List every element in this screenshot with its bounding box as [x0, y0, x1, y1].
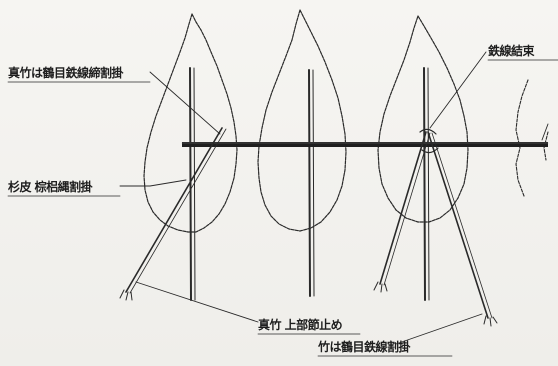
brace-left: [125, 127, 223, 293]
label-wire-binding: 鉄線結束: [488, 44, 535, 58]
tree-crown-4-edge: [543, 131, 549, 161]
tree-crown-1: [143, 13, 238, 233]
label-bamboo-wire-binding: 真竹は鶴目鉄線締割掛: [8, 66, 124, 80]
leader-bottom-1: [135, 281, 259, 323]
horizontal-rail: [182, 142, 548, 147]
leader-top-left: [149, 71, 221, 135]
tree-crown-3: [377, 15, 469, 223]
brace-right-a-foot: [373, 281, 388, 293]
leader-right-edge: [541, 123, 549, 141]
post-2b: [312, 69, 315, 297]
leader-bottom-2: [395, 313, 483, 345]
label-cedar-bark-palm-rope: 杉皮 棕梠縄割掛: [8, 180, 93, 194]
brace-left-foot: [119, 289, 133, 301]
brace-right-b: [427, 131, 489, 319]
wire-tie: [419, 128, 439, 154]
label-bamboo-top-node-stop: 真竹 上部節止め: [258, 318, 343, 332]
leader-top-right: [429, 51, 487, 129]
brace-right-b-b: [431, 132, 493, 319]
leader-mid-left-2: [149, 179, 187, 187]
brace-right-a-b: [383, 132, 431, 286]
label-bamboo-wire-crossing: 竹は鶴目鉄線割掛: [318, 340, 411, 354]
post-2: [308, 69, 311, 297]
brace-left-b: [129, 128, 227, 294]
tree-crown-4-partial: [515, 79, 529, 197]
brace-right-b-foot: [483, 315, 498, 327]
tree-crown-2: [257, 9, 347, 232]
post-1: [189, 67, 192, 301]
post-3b: [427, 67, 430, 301]
post-3: [423, 67, 426, 301]
brace-right-a: [379, 131, 427, 285]
post-1b: [193, 67, 196, 301]
